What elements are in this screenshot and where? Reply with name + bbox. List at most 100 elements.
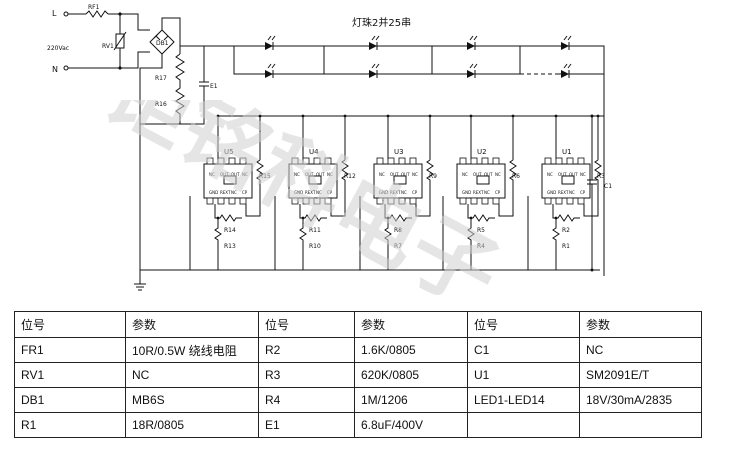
pin-label: OUT [316, 172, 325, 177]
table-header-cell: 位号 [14, 311, 126, 338]
pin-label: NC [547, 172, 553, 177]
table-cell: 1.6K/0805 [354, 337, 468, 363]
resistor-label: R11 [309, 227, 321, 234]
pin-label: NC [231, 190, 237, 195]
pin-label: CP [495, 190, 501, 195]
pin-label: NC [412, 172, 418, 177]
table-cell: U1 [467, 362, 580, 388]
table-cell: MB6S [125, 387, 259, 413]
resistor-label: R1 [562, 243, 570, 250]
table-cell: R2 [258, 337, 355, 363]
e1-label: E1 [210, 83, 218, 90]
r16-label: R16 [155, 101, 167, 108]
input-wiring [63, 10, 150, 71]
table-cell: SM2091E/T [579, 362, 702, 388]
table-cell: FR1 [14, 337, 126, 363]
db1-label: DB1 [156, 40, 169, 47]
pin-label: REXT [390, 190, 401, 195]
pin-label: OUT [231, 172, 240, 177]
voltage-label: 220Vac [47, 45, 69, 52]
table-cell: R4 [258, 387, 355, 413]
resistor-label: R3 [597, 173, 605, 180]
table-header-row: 位号参数位号参数位号参数 [14, 311, 702, 338]
pin-label: NC [495, 172, 501, 177]
table-cell: LED1-LED14 [467, 387, 580, 413]
pin-label: OUT [484, 172, 493, 177]
table-cell: 6.8uF/400V [354, 412, 468, 438]
pin-label: NC [484, 190, 490, 195]
resistor-label: R15 [259, 173, 271, 180]
pin-label: REXT [558, 190, 569, 195]
table-cell: RV1 [14, 362, 126, 388]
led-icon [467, 35, 478, 50]
table-cell [579, 412, 702, 438]
bridge-rectifier [139, 17, 181, 276]
table-header-cell: 位号 [258, 311, 355, 338]
pin-label: GND [379, 190, 388, 195]
ground-symbol [134, 276, 146, 291]
table-cell: E1 [258, 412, 355, 438]
table-cell: R1 [14, 412, 126, 438]
table-cell: NC [579, 337, 702, 363]
r17-label: R17 [155, 75, 167, 82]
led-array [233, 46, 604, 75]
table-cell: 18V/30mA/2835 [579, 387, 702, 413]
resistor-label: R14 [224, 227, 236, 234]
resistor-label: R10 [309, 243, 321, 250]
pin-label: NC [316, 190, 322, 195]
table-cell: NC [125, 362, 259, 388]
led-group [265, 35, 572, 78]
led-icon [561, 35, 572, 50]
circuit-schematic: 灯珠2并25串 L N 220Vac RF1 RV1 DB1 R17 R16 E… [47, 4, 612, 291]
table-cell: 18R/0805 [125, 412, 259, 438]
led-icon [265, 63, 276, 78]
table-cell: 620K/0805 [354, 362, 468, 388]
resistor-label: R6 [512, 173, 520, 180]
resistor-label: R12 [344, 173, 356, 180]
chip-label: U5 [224, 148, 234, 156]
pin-label: NC [294, 172, 300, 177]
table-header-cell: 参数 [354, 311, 468, 338]
pin-label: NC [569, 190, 575, 195]
pin-label: NC [379, 172, 385, 177]
table-cell: C1 [467, 337, 580, 363]
table-cell: 1M/1206 [354, 387, 468, 413]
rv1-label: RV1 [102, 43, 114, 50]
pin-label: CP [327, 190, 333, 195]
table-cell: 10R/0.5W 绕线电阻 [125, 337, 259, 363]
pin-label: REXT [220, 190, 231, 195]
resistor-label: R8 [394, 227, 402, 234]
pin-label: OUT [390, 172, 399, 177]
resistor-label: R9 [429, 173, 437, 180]
resistor-label: R5 [477, 227, 485, 234]
line-label: L [52, 9, 57, 18]
pin-label: GND [462, 190, 471, 195]
table-cell: R3 [258, 362, 355, 388]
led-icon [369, 35, 380, 50]
pin-label: CP [412, 190, 418, 195]
table-header-cell: 参数 [125, 311, 259, 338]
pin-label: CP [580, 190, 586, 195]
chip-label: U3 [394, 148, 404, 156]
resistor-label: R7 [394, 243, 402, 250]
chip-label: U1 [562, 148, 572, 156]
resistor-label: R4 [477, 243, 485, 250]
resistor-label: R2 [562, 227, 570, 234]
pin-label: REXT [473, 190, 484, 195]
table-cell: DB1 [14, 387, 126, 413]
pin-label: NC [327, 172, 333, 177]
led-icon [265, 35, 276, 50]
pin-label: OUT [401, 172, 410, 177]
fr1-label: RF1 [88, 4, 100, 11]
pin-label: OUT [220, 172, 229, 177]
pin-label: GND [547, 190, 556, 195]
led-icon [467, 63, 478, 78]
